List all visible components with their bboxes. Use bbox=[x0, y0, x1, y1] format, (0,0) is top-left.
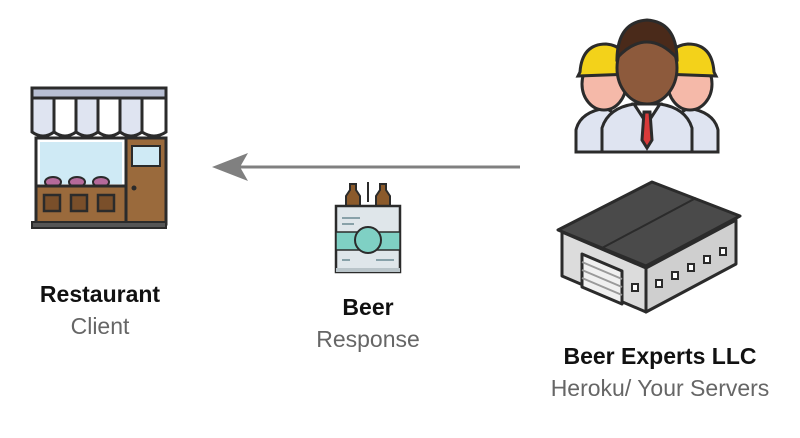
workers-icon bbox=[572, 12, 722, 154]
restaurant-title: Restaurant bbox=[39, 281, 161, 307]
beer-subtitle: Response bbox=[316, 326, 420, 352]
warehouse-icon bbox=[552, 176, 748, 316]
beer-pack-icon bbox=[330, 180, 406, 276]
experts-title: Beer Experts LLC bbox=[563, 343, 757, 369]
storefront-icon bbox=[26, 84, 172, 230]
restaurant-subtitle: Client bbox=[70, 313, 130, 339]
beer-title: Beer bbox=[342, 294, 394, 320]
arrow-left-icon bbox=[208, 150, 524, 184]
experts-subtitle: Heroku/ Your Servers bbox=[550, 375, 770, 401]
